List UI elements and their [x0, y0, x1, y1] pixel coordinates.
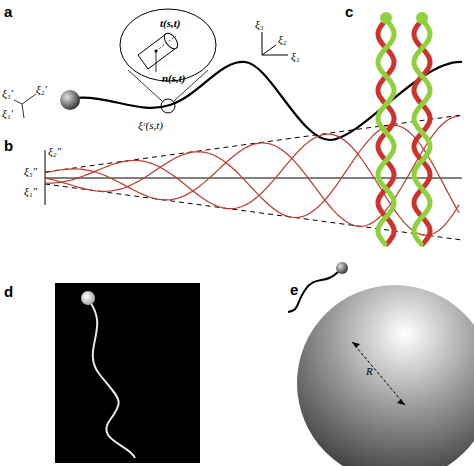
- axis-label: ξ₃″: [24, 166, 37, 177]
- panel-letter: c: [345, 4, 353, 19]
- helix-red: [378, 20, 394, 244]
- arrowhead: [352, 342, 360, 348]
- axis-label: ξ₂″: [48, 146, 61, 157]
- axis-label: ξ₂: [278, 34, 287, 45]
- sphere: [297, 285, 474, 466]
- panel-letter: a: [4, 4, 12, 19]
- envelope: [45, 184, 462, 240]
- axis-label: ξ₁′: [2, 108, 13, 119]
- radius-label: R: [366, 366, 373, 377]
- helix-green: [378, 20, 394, 244]
- axis-label: ξ₁″: [24, 186, 37, 197]
- position-label: ξᶜ(s,t): [138, 120, 163, 131]
- zoom-spot: [161, 99, 175, 113]
- waveform: [45, 134, 459, 235]
- axis-label: ξ₃′: [2, 88, 13, 99]
- waveform: [45, 125, 459, 217]
- zoom-circle: [120, 9, 216, 81]
- sperm-head: [336, 262, 348, 274]
- micrograph: [55, 283, 200, 463]
- helix-cap: [380, 12, 392, 24]
- axis-label: ξ₃: [255, 19, 264, 30]
- axis-label: ξ₁: [291, 51, 300, 62]
- helix-green: [414, 20, 430, 244]
- panel-letter: d: [4, 284, 13, 299]
- rod-segment: [138, 31, 180, 72]
- head-image: [81, 291, 95, 305]
- axis-label: ξ₂′: [36, 84, 47, 95]
- body-axes: [14, 94, 36, 118]
- x-axis: [45, 178, 462, 179]
- helix-red: [414, 20, 430, 244]
- panel-letter: b: [4, 138, 13, 153]
- helix-cap: [416, 12, 428, 24]
- flagellum-image: [90, 302, 135, 458]
- waveform: [45, 116, 459, 226]
- lab-axes: [262, 32, 288, 55]
- panel-letter: e: [290, 282, 298, 297]
- flagellum-curve: [288, 272, 338, 312]
- radius-arrow: [352, 342, 405, 405]
- sperm-head: [60, 90, 80, 110]
- vector-label: n(s,t): [162, 73, 186, 84]
- vector-label: t(s,t): [160, 18, 180, 29]
- envelope: [45, 115, 462, 172]
- arrowhead: [397, 399, 405, 405]
